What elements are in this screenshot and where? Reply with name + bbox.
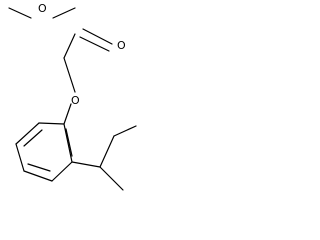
bond-sec-butyl-to-methyl (99, 166, 124, 191)
bond-ether-oxygen-ring-carbon (63, 103, 72, 125)
ring-bond-6 (63, 123, 73, 163)
ester-oxygen-label: O (38, 2, 47, 15)
ring-bond-4 (23, 170, 53, 182)
bond-carbonyl-carbon-carbonyl-oxygen-2 (79, 36, 110, 52)
bond-carbonyl-carbon-methylene (63, 33, 76, 59)
ring-inner-bond-top (23, 129, 43, 147)
ring-bond-5 (51, 161, 73, 182)
ring-bond-3 (15, 143, 25, 172)
bond-carbonyl-carbon-carbonyl-oxygen-1 (82, 28, 113, 45)
ring-bond-2 (15, 122, 40, 145)
ring-bond-1 (38, 122, 65, 125)
molecule-svg: O O O (8, 2, 137, 191)
ring-inner-bond-right (65, 128, 73, 157)
bond-methylene-ether-oxygen (63, 57, 76, 93)
bond-sec-butyl-to-ethyl (99, 135, 115, 168)
bond-ester-oxygen-carbonyl-carbon (52, 7, 76, 19)
bond-methyl-ester-oxygen (8, 7, 32, 19)
ring-inner-bond-bottom (27, 163, 51, 172)
chemical-structure-diagram: O O O (0, 0, 147, 219)
bond-ring-to-sec-butyl (71, 161, 101, 168)
carbonyl-oxygen-label: O (117, 39, 126, 52)
ether-oxygen-label: O (71, 94, 80, 107)
bond-ethyl-to-terminal-methyl (113, 125, 137, 137)
